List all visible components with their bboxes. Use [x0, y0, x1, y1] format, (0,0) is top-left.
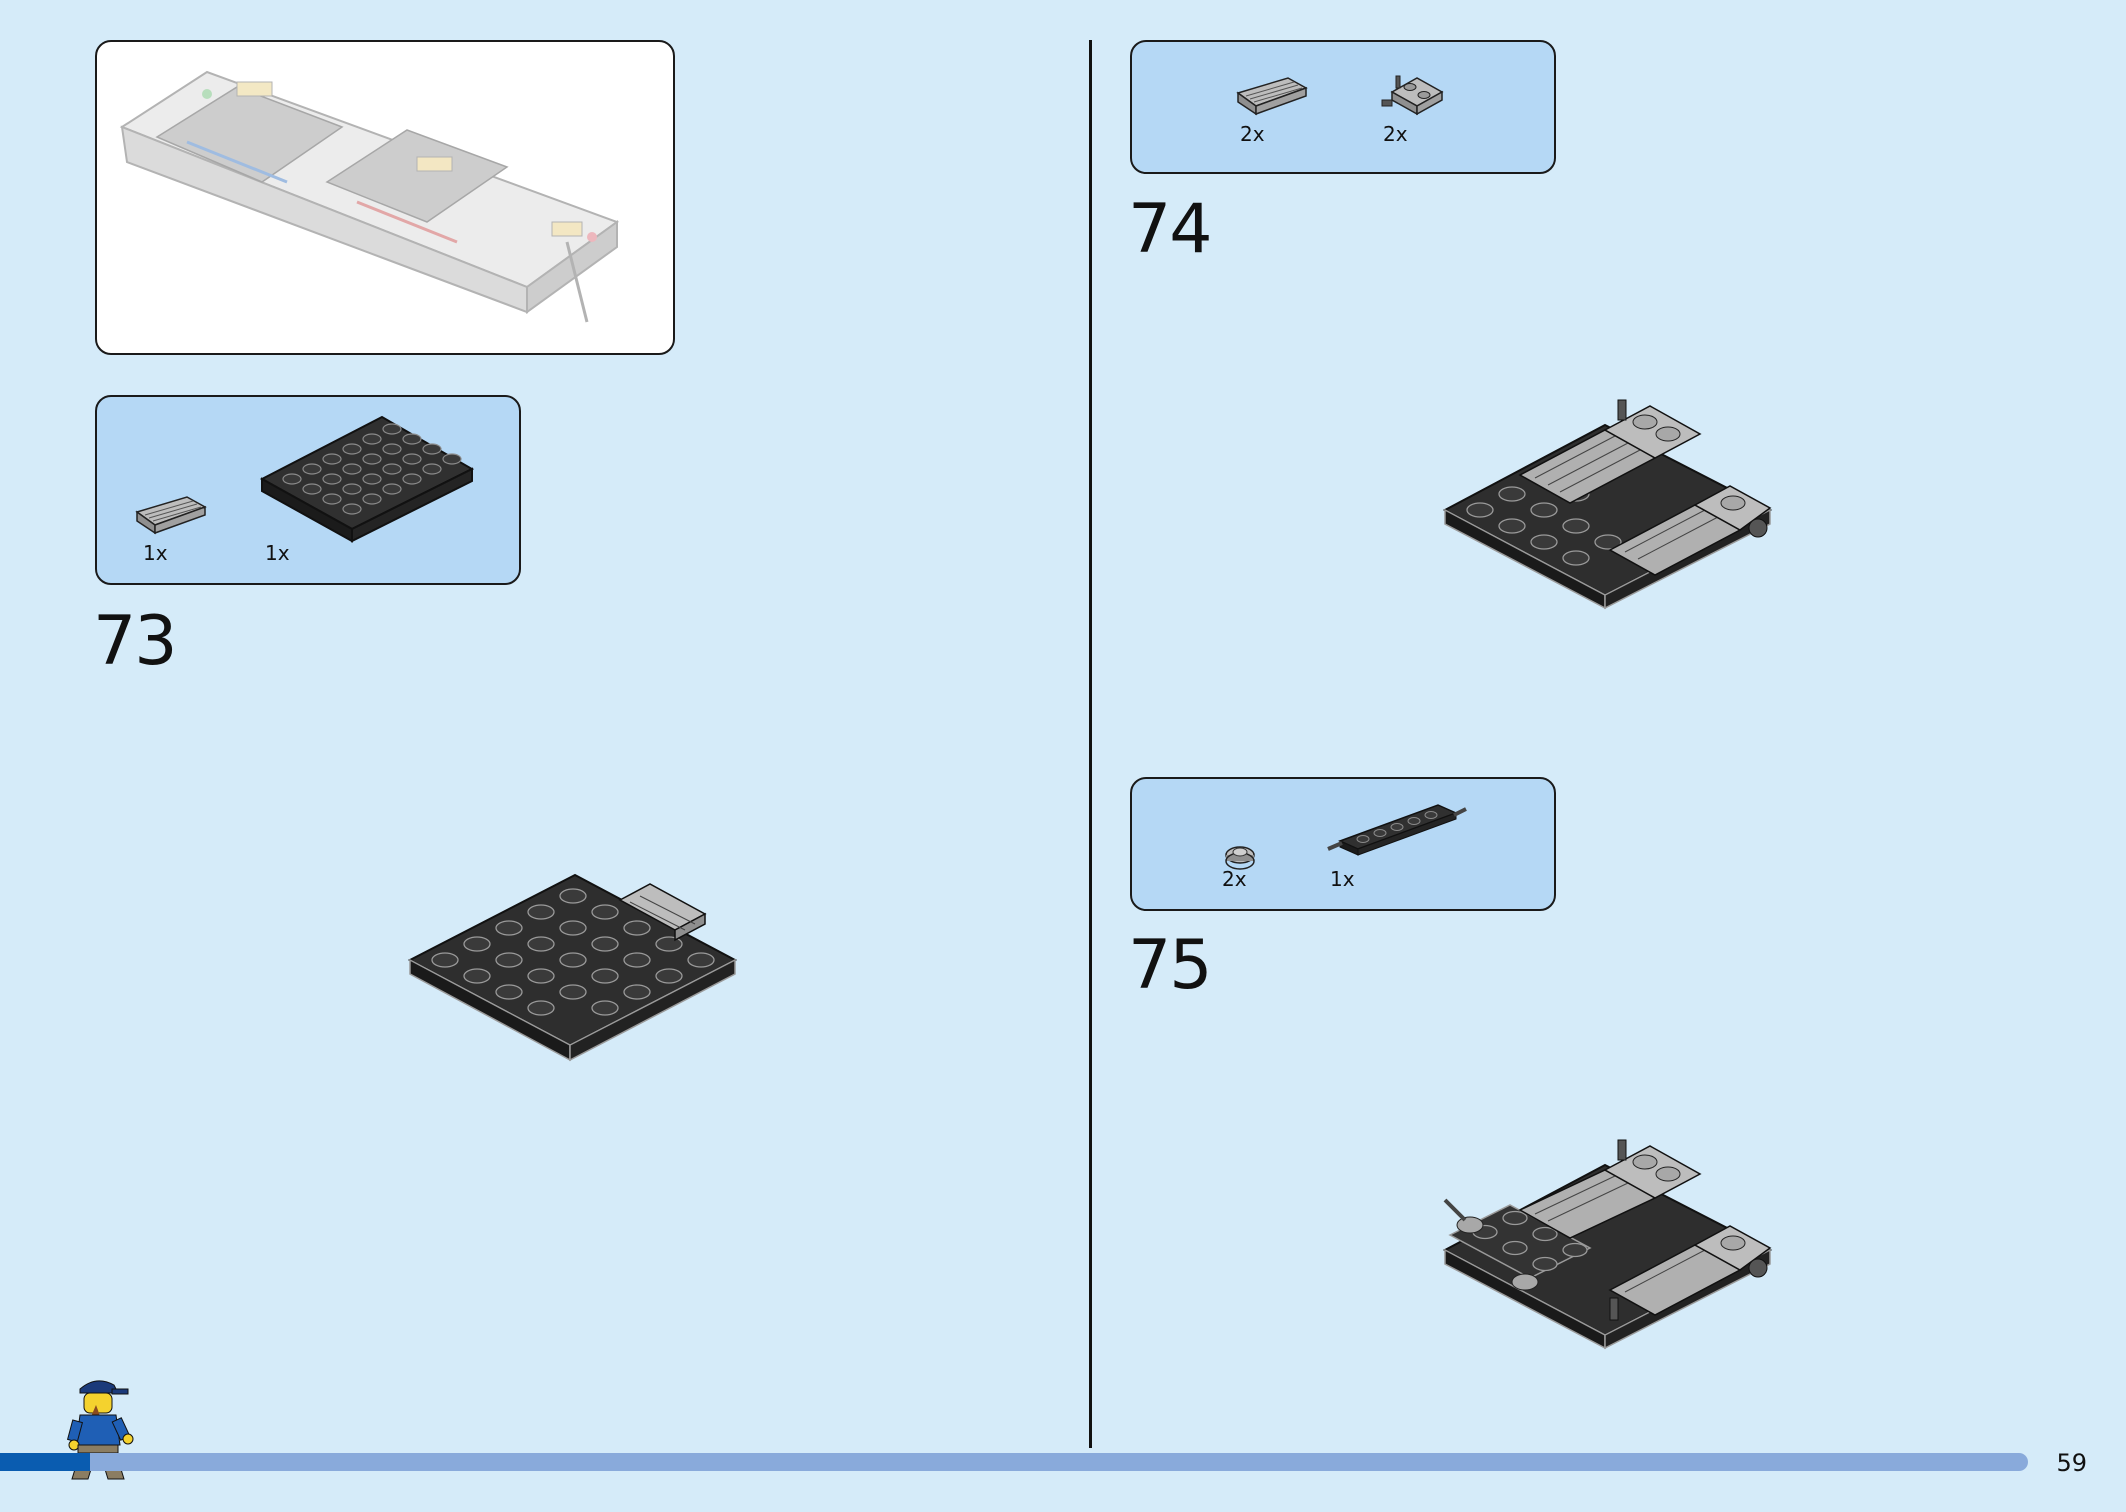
- step-75-parts-list: 2x 1x: [1130, 777, 1556, 911]
- page-divider: [1089, 40, 1092, 1448]
- step-73-build-image: [407, 873, 738, 1062]
- step-number-74: 74: [1128, 190, 1213, 269]
- footer-progress-bar: [0, 1453, 2028, 1471]
- part-qty: 2x: [1222, 867, 1247, 891]
- plate-with-bar-icon: [1327, 804, 1467, 856]
- part-qty: 1x: [143, 541, 168, 565]
- footer-progress-accent: [0, 1453, 90, 1471]
- grille-tile-icon: [135, 496, 207, 535]
- round-tile-icon: [1225, 846, 1255, 870]
- grille-tile-icon: [1236, 77, 1308, 116]
- part-qty: 1x: [265, 541, 290, 565]
- step-75-build-image: [1442, 1139, 1773, 1350]
- page-number: 59: [2056, 1449, 2087, 1477]
- part-qty: 2x: [1240, 122, 1265, 146]
- step-number-73: 73: [93, 602, 178, 681]
- part-qty: 2x: [1383, 122, 1408, 146]
- step-74-build-image: [1442, 399, 1773, 610]
- step-number-75: 75: [1128, 926, 1213, 1005]
- black-plate-4x6-icon: [259, 415, 475, 543]
- step-73-parts-list: 1x 1x: [95, 395, 521, 585]
- context-overview-frame: [95, 40, 675, 355]
- plate-with-pin-icon: [1381, 75, 1444, 116]
- step-74-parts-list: 2x 2x: [1130, 40, 1556, 174]
- train-car-overview-image: [119, 70, 620, 323]
- part-qty: 1x: [1330, 867, 1355, 891]
